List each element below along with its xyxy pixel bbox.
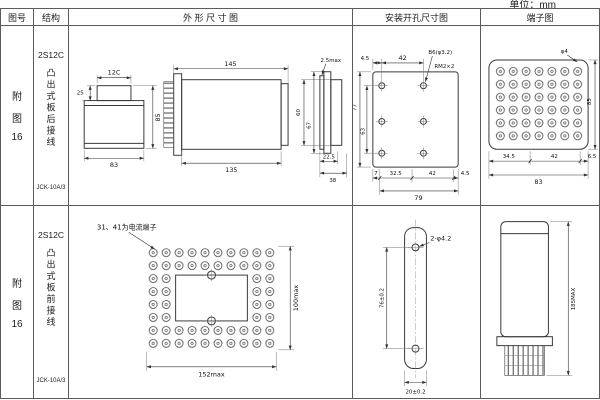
dim-top-45: 4.5	[361, 56, 370, 62]
mounting-drawing-row2: 76±0.2 2-φ4.2 20±0.2	[353, 206, 481, 398]
fig-char-1: 附	[12, 92, 22, 103]
mounting-strip	[404, 219, 427, 379]
outline-drawing-row2-svg: 31、41为电流端子 100max	[97, 222, 300, 379]
drill-holes	[375, 79, 430, 160]
fig-char-2: 图	[12, 300, 22, 312]
bottom-terminal-strip	[172, 323, 251, 350]
dim-bottom-7: 7	[374, 171, 377, 177]
dim-front-height: 85	[154, 113, 162, 121]
pin-comb	[163, 81, 175, 148]
dim-cap-offset: 25	[77, 91, 84, 97]
header-terminal-diagram: 端子图	[481, 9, 599, 26]
dim-bottom-45: 4.5	[461, 171, 470, 177]
mounting-drawing-row1-svg: 4.5 42 B6(φ3.2) RM2×2 77 63 7 32.5 42	[353, 50, 470, 202]
terminal-hole-grid	[493, 64, 585, 143]
dim-right-85: 85	[587, 98, 593, 105]
dim-cap-width: 12C	[108, 69, 121, 77]
relay-code-label: JCK-10A/3	[36, 185, 66, 191]
dim-rear-225: 22.5	[323, 154, 335, 160]
dim-body-length: 135	[225, 166, 237, 174]
outline-drawing-row1: 12C 25 85 83 145	[69, 26, 353, 206]
dim-left-63: 63	[360, 127, 366, 134]
label-b6-hole: B6(φ3.2)	[428, 50, 452, 56]
header-mounting-dims: 安装开孔尺寸图	[353, 9, 481, 26]
fig-char-3: 16	[11, 318, 23, 330]
dim-bottom-42: 42	[429, 171, 436, 177]
fig-char-2: 图	[12, 114, 22, 125]
dim-rear-67: 67	[306, 122, 312, 129]
structure-row1: 2S12C 凸出式板后接线 JCK-10A/3	[34, 26, 69, 206]
dim-total-79: 79	[414, 194, 422, 202]
dim-top-42: 42	[399, 54, 407, 62]
fig-no-row1: 附 图 16	[1, 26, 34, 206]
mounting-drawing-row2-svg: 76±0.2 2-φ4.2 20±0.2	[379, 219, 451, 395]
dim-front-width: 83	[110, 161, 118, 169]
terminal-board	[488, 59, 589, 150]
unit-label: 单位：mm	[509, 0, 556, 11]
model-label: 2S12C	[38, 50, 64, 60]
dim-height-100max: 100max	[292, 285, 300, 312]
terminal-diagram-row1-svg: φ4 85 34.5 42 6.5 83	[488, 49, 599, 186]
terminal-diagram-row2: 185MAX	[481, 206, 599, 398]
structure-row2: 2S12C 凸出式板前接线 JCK-10A/3	[34, 206, 69, 398]
fig-char-1: 附	[12, 278, 22, 290]
fig-no-row2: 附 图 16	[1, 206, 34, 398]
relay-side-view	[496, 221, 553, 376]
side-view: 145 135	[163, 60, 289, 174]
fig-char-3: 16	[11, 132, 23, 143]
dim-rear-38: 38	[329, 178, 336, 184]
wiring-type-label: 凸出式板后接线	[45, 68, 56, 149]
dim-left-77: 77	[353, 104, 358, 111]
label-rm2: RM2×2	[434, 64, 454, 70]
header-structure: 结构	[34, 9, 69, 26]
screw-mark-bottom	[205, 314, 218, 327]
terminal-pins	[504, 345, 545, 376]
outline-drawing-row1-svg: 12C 25 85 83 145	[77, 58, 347, 184]
left-terminal-strip	[146, 246, 173, 350]
terminal-block-front	[146, 246, 277, 350]
terminal-diagram-row1: φ4 85 34.5 42 6.5 83	[481, 26, 599, 206]
dim-65: 6.5	[588, 154, 597, 160]
wiring-type-label: 凸出式板前接线	[45, 248, 56, 329]
outline-drawing-row2: 31、41为电流端子 100max	[69, 206, 353, 398]
panel-cutout	[372, 71, 459, 168]
header-fig-no: 图号	[1, 9, 34, 26]
dim-total-83: 83	[534, 178, 542, 186]
dim-total-length: 145	[224, 60, 236, 68]
dim-42: 42	[551, 154, 558, 160]
dim-hole-span-76: 76±0.2	[379, 288, 385, 308]
label-phi4: φ4	[561, 49, 569, 55]
header-outline-dims: 外 形 尺 寸 图	[69, 9, 353, 26]
dim-width-152max: 152max	[198, 371, 225, 379]
dim-345: 34.5	[503, 154, 515, 160]
spec-table: 图号 结构 外 形 尺 寸 图 安装开孔尺寸图 端子图 附 图 16 2S12C…	[0, 8, 600, 399]
right-terminal-strip	[250, 246, 277, 350]
dim-bottom-325: 32.5	[390, 171, 402, 177]
rear-view: 60 67 2.5max 22.5 38	[296, 58, 347, 184]
label-2-phi42: 2-φ4.2	[430, 234, 451, 242]
dim-height-185max: 185MAX	[571, 287, 577, 310]
dim-rear-60: 60	[296, 109, 302, 116]
mounting-drawing-row1: 4.5 42 B6(φ3.2) RM2×2 77 63 7 32.5 42	[353, 26, 481, 206]
screw-mark-top	[205, 269, 218, 282]
dim-panel-thickness: 2.5max	[321, 58, 342, 64]
terminal-diagram-row2-svg: 185MAX	[496, 221, 577, 376]
model-label: 2S12C	[38, 230, 64, 240]
dim-width-20: 20±0.2	[405, 389, 425, 395]
current-terminal-note: 31、41为电流端子	[97, 222, 157, 231]
top-terminal-strip	[172, 246, 251, 273]
front-view: 12C 25 85 83	[77, 69, 162, 169]
relay-code-label: JCK-10A/3	[36, 378, 66, 384]
